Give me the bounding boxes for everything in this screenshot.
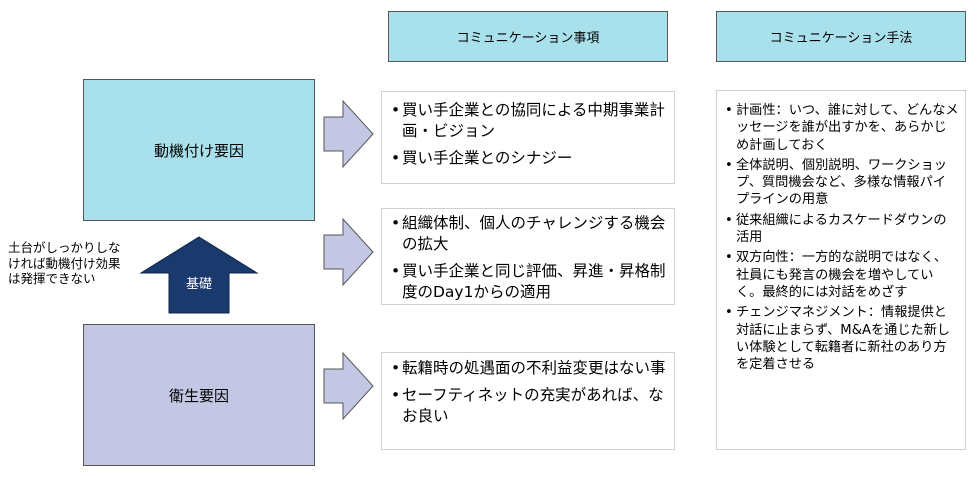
motivation-factor-label: 動機付け要因 (153, 141, 244, 160)
foundation-arrow (139, 236, 259, 314)
methods-box: 計画性：いつ、誰に対して、どんなメッセージを誰が出すかを、あらかじめ計画しておく… (716, 90, 966, 450)
chevron-arrow-career (323, 217, 374, 287)
method-info-pipeline: 全体説明、個別説明、ワークショップ、質問機会など、多様な情報パイプラインの用意 (724, 157, 959, 209)
items-column-header: コミュニケーション事項 (388, 11, 668, 62)
methods-column-title: コミュニケーション手法 (769, 31, 913, 46)
foundation-note: 土台がしっかりしなければ動機付け効果は発揮できない (8, 240, 121, 286)
method-cascade-down: 従来組織によるカスケードダウンの活用 (724, 212, 959, 247)
items-box-motivation: 買い手企業との協同による中期事業計画・ビジョン 買い手企業とのシナジー (381, 91, 675, 184)
method-planning: 計画性：いつ、誰に対して、どんなメッセージを誰が出すかを、あらかじめ計画しておく (724, 102, 959, 154)
method-two-way: 双方向性：一方的な説明ではなく、社員にも発言の機会を増やしていく。最終的には対話… (724, 249, 959, 301)
methods-column-header: コミュニケーション手法 (716, 11, 966, 62)
item-evaluation-system: 買い手企業と同じ評価、昇進・昇格制度のDay1からの適用 (390, 261, 668, 303)
item-midterm-plan: 買い手企業との協同による中期事業計画・ビジョン (390, 100, 668, 142)
hygiene-factor-box: 衛生要因 (83, 324, 315, 466)
motivation-factor-box: 動機付け要因 (83, 79, 315, 221)
items-box-career: 組織体制、個人のチャレンジする機会の拡大 買い手企業と同じ評価、昇進・昇格制度の… (381, 208, 675, 305)
item-org-challenge: 組織体制、個人のチャレンジする機会の拡大 (390, 213, 668, 255)
items-column-title: コミュニケーション事項 (456, 31, 600, 46)
item-no-disadvantage: 転籍時の処遇面の不利益変更はない事 (390, 358, 668, 379)
item-safety-net: セーフティネットの充実があれば、なお良い (390, 385, 668, 427)
chevron-arrow-hygiene (323, 351, 374, 421)
foundation-label: 基礎 (185, 277, 212, 292)
items-box-hygiene: 転籍時の処遇面の不利益変更はない事 セーフティネットの充実があれば、なお良い (381, 352, 675, 450)
chevron-arrow-motivation (323, 99, 374, 169)
item-synergy: 買い手企業とのシナジー (390, 148, 668, 169)
hygiene-factor-label: 衛生要因 (168, 386, 229, 405)
method-change-management: チェンジマネジメント：情報提供と対話に止まらず、M&Aを通じた新しい体験として転… (724, 304, 959, 373)
